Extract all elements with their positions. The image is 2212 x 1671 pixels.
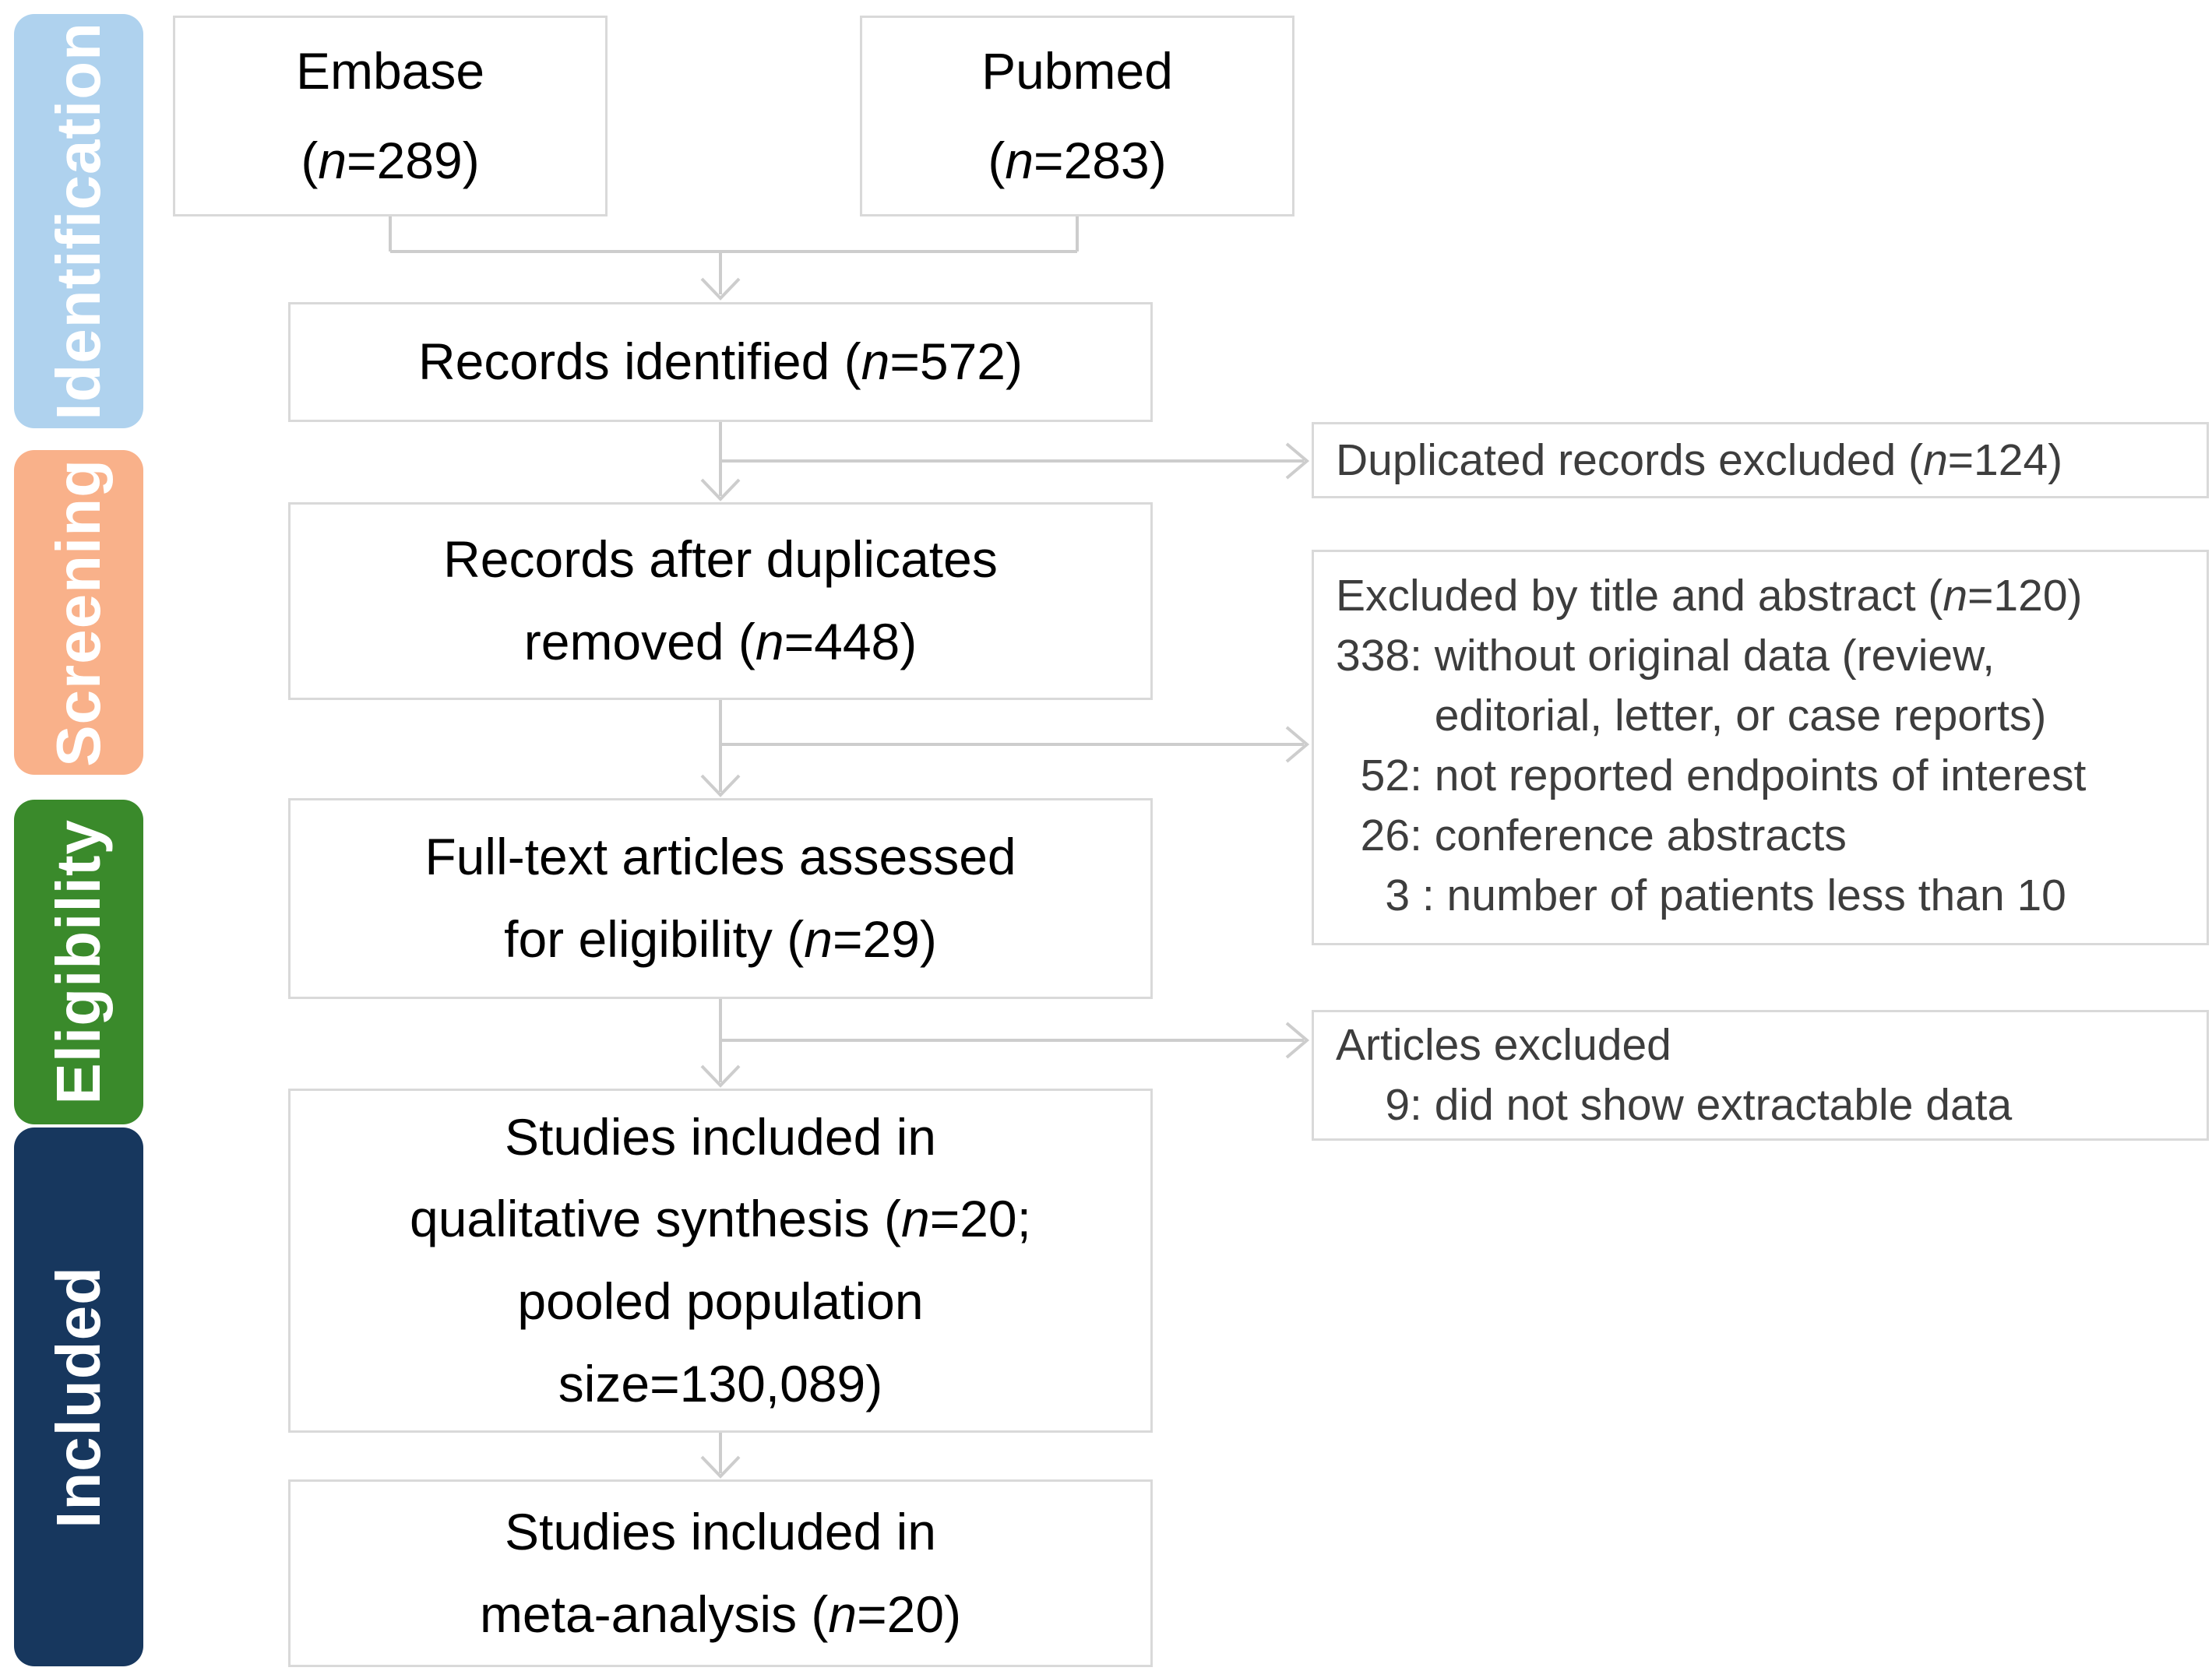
connector-deduplicated-to-fulltext — [719, 700, 1304, 792]
text-line: 26: conference abstracts — [1336, 810, 1847, 860]
flow-box-pubmed: Pubmed (n=283) — [860, 16, 1294, 216]
flow-box-meta-analysis: Studies included in meta-analysis (n=20) — [288, 1479, 1153, 1667]
stage-label-text: Identification — [44, 22, 113, 420]
arrowhead-right-duplicates-excluded — [1285, 442, 1310, 480]
stage-label-included: Included — [14, 1127, 143, 1666]
flow-box-embase: Embase (n=289) — [173, 16, 608, 216]
text-line: Records identified (n=572) — [418, 332, 1023, 391]
arrowhead-down-qualitative — [700, 1064, 741, 1088]
exclusion-box-title-abstract: Excluded by title and abstract (n=120) 33… — [1312, 550, 2209, 945]
stage-label-identification: Identification — [14, 14, 143, 428]
text-line: 9: did not show extractable data — [1336, 1080, 2013, 1130]
stage-label-screening: Screening — [14, 450, 143, 775]
text-line: 3 : number of patients less than 10 — [1336, 870, 2066, 920]
stage-label-text: Screening — [44, 458, 113, 767]
text-line: Embase — [295, 41, 485, 100]
flow-box-records-identified: Records identified (n=572) — [288, 302, 1153, 422]
connector-identified-to-deduplicated — [719, 422, 1304, 496]
text-line: for eligibility (n=29) — [504, 910, 937, 968]
flow-box-records-after-duplicates: Records after duplicates removed (n=448) — [288, 502, 1153, 700]
text-line: meta-analysis (n=20) — [479, 1585, 962, 1643]
text-line: Studies included in — [504, 1107, 937, 1166]
arrowhead-right-articles-excluded — [1285, 1022, 1310, 1059]
text-line: pooled population — [517, 1272, 924, 1330]
text-line: (n=283) — [988, 132, 1167, 189]
flow-box-fulltext-assessed: Full-text articles assessed for eligibili… — [288, 798, 1153, 999]
arrowhead-down-records-identified — [700, 277, 741, 301]
text-line: size=130,089) — [558, 1354, 883, 1412]
connector-sources-merge — [389, 216, 1079, 294]
text-line: Records after duplicates — [443, 530, 998, 589]
text-line: removed (n=448) — [523, 613, 918, 670]
flow-box-qualitative-synthesis: Studies included in qualitative synthesis… — [288, 1089, 1153, 1433]
text-line: Articles excluded — [1336, 1020, 1671, 1071]
exclusion-box-articles: Articles excluded 9: did not show extrac… — [1312, 1010, 2209, 1141]
text-line: 52: not reported endpoints of interest — [1336, 750, 2087, 800]
text-line: Excluded by title and abstract (n=120) — [1336, 571, 2083, 621]
text-line: qualitative synthesis (n=20; — [410, 1190, 1031, 1248]
arrowhead-down-meta-analysis — [700, 1455, 741, 1479]
text-line: (n=289) — [301, 132, 480, 189]
arrowhead-right-title-abstract-excluded — [1285, 726, 1310, 763]
arrowhead-down-records-after-duplicates — [700, 478, 741, 501]
text-line: Duplicated records excluded (n=124) — [1336, 434, 2063, 485]
text-line: Studies included in — [504, 1502, 937, 1560]
text-line: 338: without original data (review, — [1336, 630, 1995, 681]
arrowhead-down-fulltext — [700, 774, 741, 797]
exclusion-box-duplicates: Duplicated records excluded (n=124) — [1312, 422, 2209, 498]
text-line: editorial, letter, or case reports) — [1336, 690, 2047, 741]
stage-label-text: Included — [44, 1265, 113, 1529]
connector-fulltext-to-qualitative — [719, 999, 1304, 1082]
text-line: Pubmed — [981, 41, 1173, 100]
text-line: Full-text articles assessed — [424, 828, 1016, 886]
stage-label-text: Eligibility — [44, 819, 113, 1105]
stage-label-eligibility: Eligibility — [14, 800, 143, 1124]
